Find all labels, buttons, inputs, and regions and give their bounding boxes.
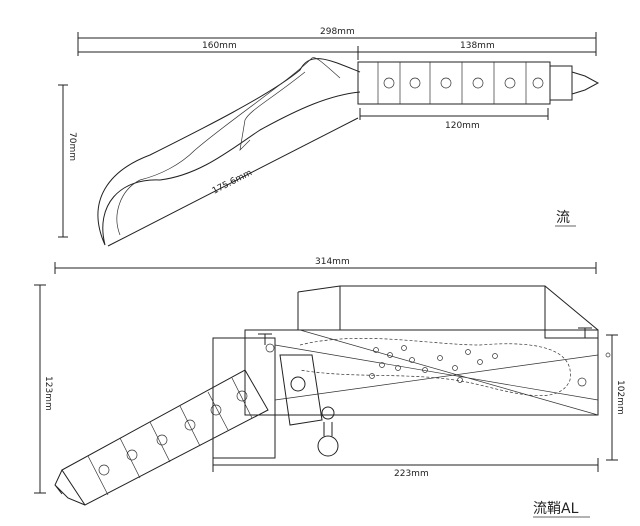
dim-edge-length: 175.6mm: [211, 168, 254, 197]
dim-handle-length: 138mm: [460, 41, 495, 51]
sheath-ring: [317, 435, 339, 457]
sheath-name-label: 流鞘AL: [533, 501, 579, 517]
dim-sheath-overall: 314mm: [315, 257, 350, 267]
dim-body-length: 223mm: [394, 469, 429, 479]
dim-blade-length: 160mm: [202, 41, 237, 51]
dim-grip-length: 120mm: [445, 121, 480, 131]
knife-handle: [357, 61, 600, 105]
dim-overall-length: 298mm: [320, 27, 355, 37]
dim-body-height: 102mm: [615, 380, 625, 415]
knife-blade: [97, 57, 361, 246]
knife-name-label: 流: [556, 210, 570, 226]
rivet-pattern: [265, 343, 611, 387]
sheath-dimensions: 314mm 123mm 102mm 223mm: [34, 257, 625, 494]
dim-height: 70mm: [67, 132, 77, 161]
sheath-body: [212, 285, 611, 459]
sheathed-handle: [54, 369, 269, 506]
dim-sheath-height: 123mm: [43, 376, 53, 411]
